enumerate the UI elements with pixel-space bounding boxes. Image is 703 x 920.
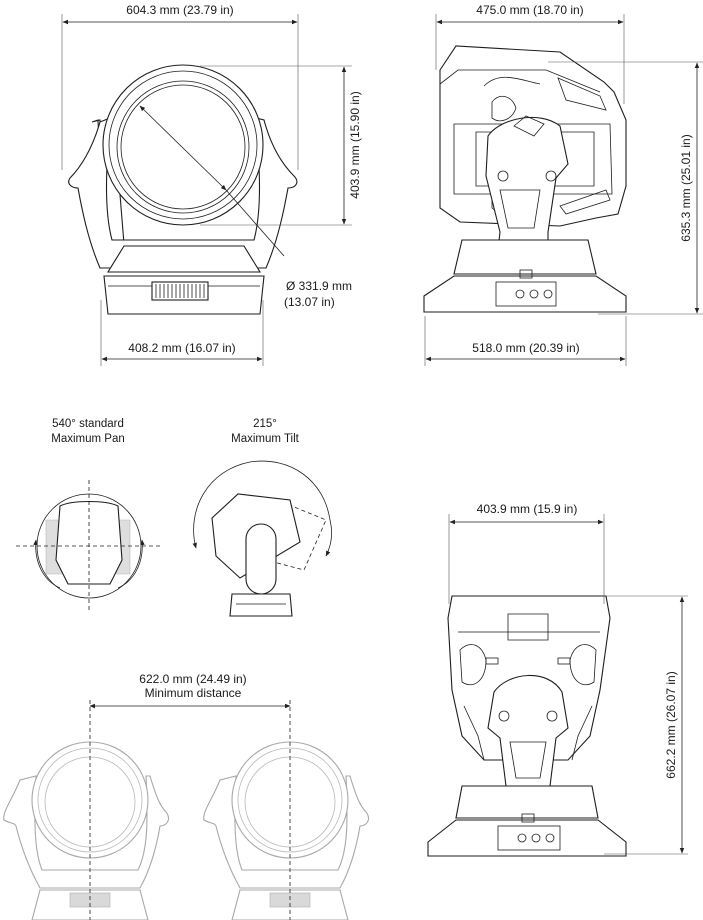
- pan-diagram: 540° standard Maximum Pan: [16, 418, 162, 612]
- lens-diameter-in: (13.07 in): [284, 295, 335, 309]
- tilt-label: Maximum Tilt: [231, 433, 300, 445]
- rear-width-label: 403.9 mm (15.9 in): [477, 502, 578, 516]
- side-base-top: [453, 239, 597, 275]
- side-vent-top: [557, 77, 607, 111]
- spacing-distance: 622.0 mm (24.49 in): [139, 672, 246, 686]
- rear-latch: [521, 813, 535, 823]
- rear-base: [427, 819, 627, 857]
- tilt-degrees: 215°: [253, 418, 277, 430]
- side-yoke-bolt: [497, 170, 509, 182]
- spacing-diagram: 622.0 mm (24.49 in) Minimum distance: [3, 672, 369, 920]
- rear-yoke-bolt: [546, 710, 558, 722]
- spacing-label: Minimum distance: [145, 686, 242, 700]
- side-base-panel: [495, 281, 557, 307]
- side-head-curve: [483, 76, 541, 87]
- tilt-yoke: [245, 523, 277, 595]
- rear-view: 403.9 mm (15.9 in) 662.2 mm (26.07 in): [427, 502, 688, 857]
- tilt-base: [229, 593, 293, 617]
- pan-degrees: 540° standard: [52, 418, 124, 430]
- pan-body: [55, 500, 123, 585]
- side-head-handle: [491, 95, 517, 122]
- rear-connector: [517, 833, 527, 843]
- lens-diameter-mm: Ø 331.9 mm: [286, 279, 352, 293]
- rear-slot: [485, 657, 499, 665]
- head-height-label: 403.9 mm (15.90 in): [348, 91, 362, 198]
- side-view: 475.0 mm (18.70 in) 635.3 mm (25.01 in) …: [423, 3, 703, 366]
- rear-height-label: 662.2 mm (26.07 in): [664, 671, 678, 778]
- front-head-mid: [108, 70, 258, 220]
- pan-label: Maximum Pan: [51, 433, 125, 445]
- tilt-diagram: 215° Maximum Tilt: [192, 418, 333, 617]
- side-latch: [519, 269, 533, 279]
- side-connector: [515, 289, 525, 299]
- rear-base-panel: [497, 825, 561, 851]
- spacing-fixture-right: [203, 741, 369, 920]
- side-connector: [543, 289, 553, 299]
- base-depth-label: 518.0 mm (20.39 in): [472, 341, 579, 355]
- front-yoke-outline: [68, 117, 298, 269]
- side-connector: [529, 289, 539, 299]
- spacing-fixture-left: [3, 741, 169, 920]
- overall-height-label: 635.3 mm (25.01 in): [679, 134, 693, 241]
- pan-arrow: [117, 539, 145, 589]
- head-depth-label: 475.0 mm (18.70 in): [476, 3, 583, 17]
- rear-vent-left: [463, 705, 485, 761]
- front-view: 604.3 mm (23.79 in) 403.9 mm (15.90 in) …: [61, 3, 362, 366]
- rear-yoke-bolt: [498, 710, 510, 722]
- front-head-outer: [102, 64, 264, 226]
- rear-connector: [531, 833, 541, 843]
- side-head-ridge: [439, 69, 601, 93]
- rear-slot: [557, 657, 571, 665]
- pan-arrow: [33, 539, 61, 589]
- side-vent-bottom: [559, 189, 611, 215]
- lens-diameter-dim: [139, 105, 227, 191]
- rear-yoke-panel: [509, 741, 547, 779]
- tilt-arc: [192, 460, 333, 557]
- side-yoke-bolt: [545, 170, 557, 182]
- rear-base-top: [455, 785, 599, 819]
- front-lens: [116, 80, 250, 214]
- lens-diameter-leader: [225, 189, 285, 257]
- side-base: [423, 275, 627, 313]
- base-width-label: 408.2 mm (16.07 in): [128, 341, 235, 355]
- overall-width-label: 604.3 mm (23.79 in): [126, 3, 233, 17]
- rear-top-panel: [507, 613, 549, 641]
- rear-connector: [545, 833, 555, 843]
- front-heatsink: [151, 281, 209, 301]
- side-yoke-panel: [499, 189, 541, 229]
- front-base: [107, 245, 261, 273]
- front-lens-inner: [120, 84, 246, 210]
- rear-vent-right: [571, 705, 593, 761]
- side-yoke-cap: [513, 115, 545, 137]
